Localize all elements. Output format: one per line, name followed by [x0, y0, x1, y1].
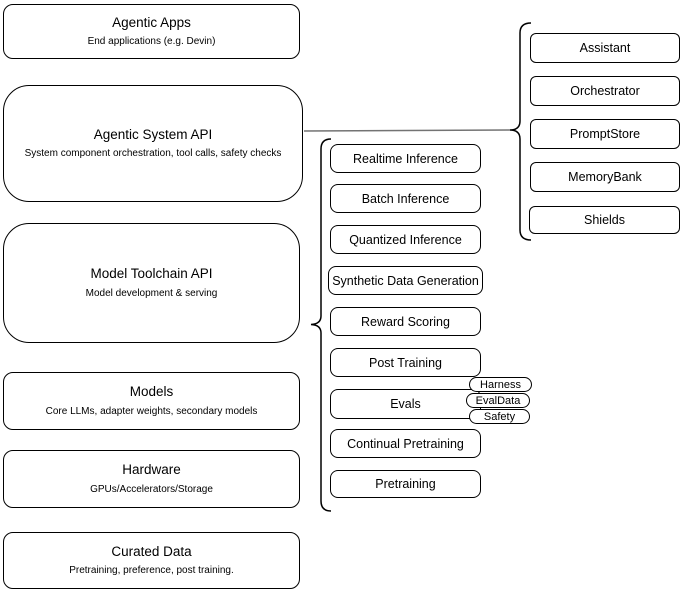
node-subtitle: End applications (e.g. Devin): [87, 36, 216, 48]
tag-harness: Harness: [469, 377, 532, 392]
node-curated-data: Curated Data Pretraining, preference, po…: [3, 532, 300, 589]
node-reward-scoring: Reward Scoring: [330, 307, 481, 336]
node-shields: Shields: [529, 206, 680, 234]
tag-safety: Safety: [469, 409, 530, 424]
node-promptstore: PromptStore: [530, 119, 680, 149]
system-brace: [509, 22, 532, 241]
node-title: Agentic Apps: [112, 14, 191, 30]
node-title: Hardware: [122, 462, 181, 478]
node-title: Agentic System API: [93, 126, 213, 142]
node-synthetic-data-generation: Synthetic Data Generation: [328, 266, 483, 295]
node-batch-inference: Batch Inference: [330, 184, 481, 213]
node-subtitle: Pretraining, preference, post training.: [69, 565, 234, 577]
node-agentic-apps: Agentic Apps End applications (e.g. Devi…: [3, 4, 300, 59]
node-title: Model Toolchain API: [90, 266, 213, 282]
toolchain-brace: [310, 138, 332, 512]
node-models: Models Core LLMs, adapter weights, secon…: [3, 372, 300, 430]
system-connector-line: [303, 129, 511, 132]
node-orchestrator: Orchestrator: [530, 76, 680, 106]
node-title: Models: [129, 384, 174, 400]
node-memorybank: MemoryBank: [530, 162, 680, 192]
node-pretraining: Pretraining: [330, 470, 481, 498]
node-continual-pretraining: Continual Pretraining: [330, 429, 481, 458]
node-assistant: Assistant: [530, 33, 680, 63]
node-subtitle: Core LLMs, adapter weights, secondary mo…: [45, 405, 258, 417]
node-subtitle: Model development & serving: [85, 287, 218, 299]
node-hardware: Hardware GPUs/Accelerators/Storage: [3, 450, 300, 508]
node-title: Curated Data: [111, 543, 192, 559]
node-model-toolchain-api: Model Toolchain API Model development & …: [3, 223, 300, 343]
node-evals: Evals: [330, 389, 481, 419]
node-subtitle: GPUs/Accelerators/Storage: [90, 483, 213, 495]
node-agentic-system-api: Agentic System API System component orch…: [3, 85, 303, 202]
node-quantized-inference: Quantized Inference: [330, 225, 481, 254]
node-subtitle: System component orchestration, tool cal…: [24, 148, 282, 160]
node-post-training: Post Training: [330, 348, 481, 377]
node-realtime-inference: Realtime Inference: [330, 144, 481, 173]
tag-evaldata: EvalData: [466, 393, 530, 408]
